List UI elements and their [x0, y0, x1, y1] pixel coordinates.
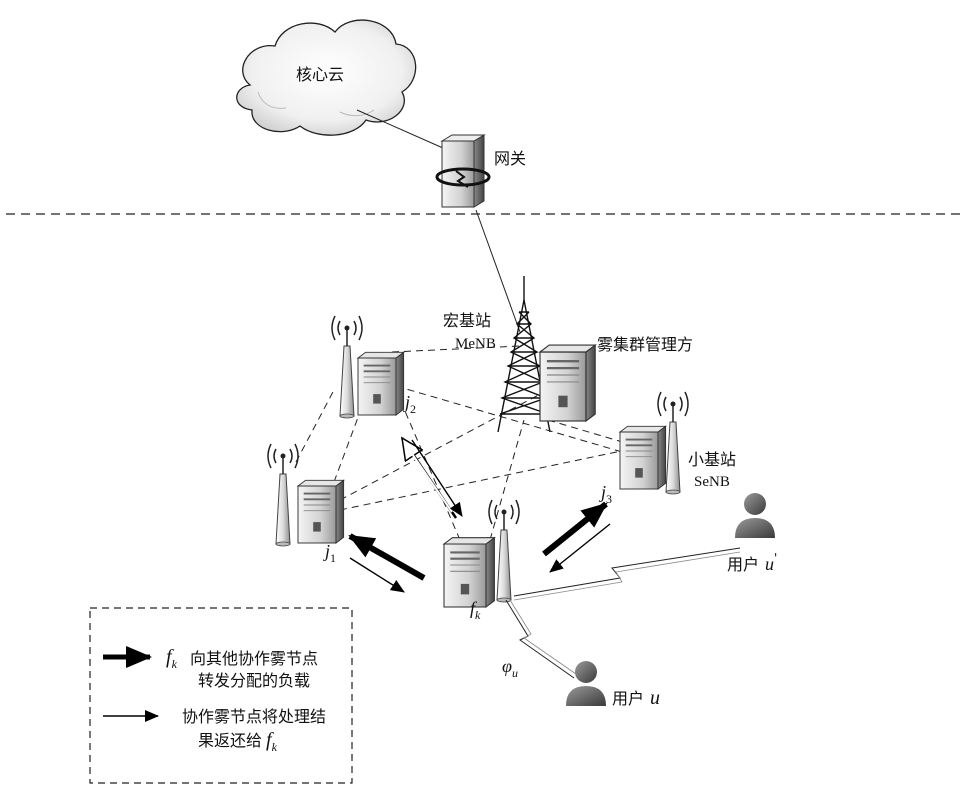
fk-user-uprime-wireless-link-2	[514, 552, 740, 600]
user-uprime-icon	[735, 493, 775, 538]
j2-label: j2	[403, 392, 416, 416]
fk-to-j1-forward-arrow	[350, 536, 424, 578]
legend-thick-line1: 向其他协作雾节点	[190, 649, 318, 668]
user-uprime-label: 用户u'	[727, 551, 777, 574]
legend-thick-line2: 转发分配的负载	[198, 671, 310, 690]
cloud-gateway-link	[357, 110, 452, 152]
fk-to-j3-forward-arrow	[544, 504, 606, 554]
small-bs-label-cn: 小基站	[688, 450, 736, 469]
fk-user-uprime-wireless-link	[514, 548, 740, 596]
fk-server-icon	[444, 538, 494, 607]
fk-user-u-wireless-link-2	[510, 600, 576, 674]
small-bs-label-en: SeNB	[694, 474, 730, 490]
legend-thin-line1: 协作雾节点将处理结	[182, 707, 326, 726]
fog-manager-label: 雾集群管理方	[597, 335, 693, 354]
j1-antenna-icon	[268, 444, 298, 546]
fk-to-j2-forward-arrow-inner	[408, 448, 452, 512]
macro-bs-label-cn: 宏基站	[443, 311, 491, 330]
j2-antenna-icon	[332, 316, 362, 418]
gateway-label: 网关	[494, 149, 526, 168]
j1-server-icon	[298, 480, 344, 543]
j1-label: j1	[323, 541, 336, 565]
legend: fk 向其他协作雾节点 转发分配的负载 协作雾节点将处理结 果返还给fk	[90, 608, 352, 783]
fog-manager-server-icon	[540, 345, 595, 421]
user-u-label: 用户u	[612, 687, 660, 709]
core-cloud: 核心云	[237, 20, 416, 135]
j3-to-fk-return-arrow	[550, 524, 610, 572]
j3-server-icon	[620, 426, 666, 489]
user-u-icon	[566, 661, 606, 706]
macro-bs-label-en: MeNB	[455, 336, 496, 352]
j2-to-fk-return-arrow	[412, 440, 462, 516]
core-cloud-label: 核心云	[296, 65, 344, 84]
legend-thick-symbol: fk	[166, 646, 178, 671]
legend-thin-line2: 果返还给fk	[198, 729, 278, 754]
gateway-icon	[437, 135, 489, 207]
j3-label: j3	[599, 482, 612, 506]
phi-u-label: φu	[502, 656, 518, 680]
j2-server-icon	[358, 352, 404, 415]
